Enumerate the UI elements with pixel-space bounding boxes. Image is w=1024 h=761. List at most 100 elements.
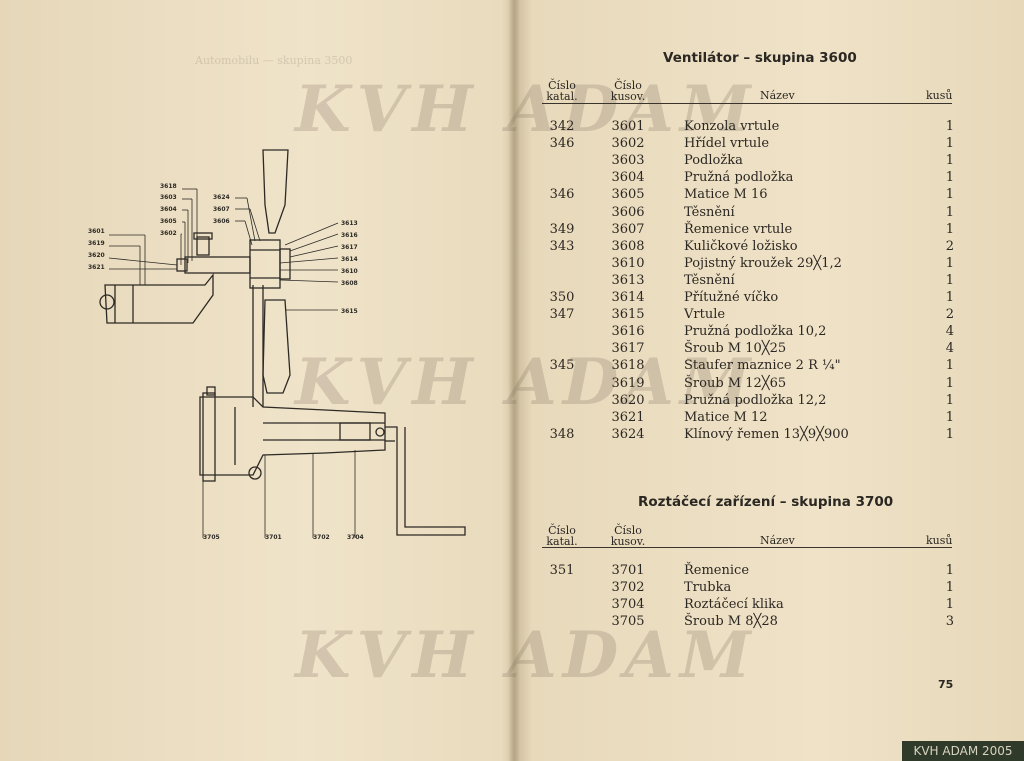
callout-label: 3704 — [347, 534, 364, 541]
callout-label: 3616 — [341, 232, 358, 239]
quantity-cell: 3 — [945, 614, 954, 629]
catalog-number-cell: 351 — [549, 563, 575, 578]
quantity-cell: 1 — [945, 255, 954, 271]
header-rule — [542, 547, 952, 548]
callout-label: 3618 — [160, 183, 177, 190]
callout-label: 3701 — [265, 534, 282, 541]
fan-assembly-drawing: 3618 3603 3604 3605 3602 3624 3607 3606 … — [88, 149, 466, 541]
part-number-cell: 3624 — [611, 426, 645, 442]
column-header-part-no: Číslo kusov. — [610, 79, 646, 103]
bracket — [104, 273, 214, 324]
part-name-cell: Pružná podložka 12,2 — [684, 392, 827, 408]
part-name-cell: Pojistný kroužek 29╳1,2 — [684, 255, 842, 271]
callout-label: 3614 — [341, 256, 358, 263]
column-header-name: Název — [760, 534, 795, 547]
part-number-cell: 3603 — [611, 153, 645, 169]
callout-label: 3610 — [341, 268, 358, 275]
table-row: 3616 Pružná podložka 10,2 4 — [520, 323, 1024, 340]
part-number-cell: 3613 — [611, 272, 645, 288]
part-name-cell: Pružná podložka 10,2 — [684, 324, 827, 340]
part-number-cell: 3607 — [611, 221, 645, 237]
section-title: Ventilátor – skupina 3600 — [663, 50, 857, 66]
lower-housing — [199, 396, 386, 476]
quantity-cell: 2 — [945, 238, 954, 254]
quantity-cell: 1 — [945, 580, 954, 595]
part-name-cell: Staufer maznice 2 R ¼" — [684, 358, 841, 374]
callout-label: 3617 — [341, 244, 358, 251]
watermark: KVH ADAM — [295, 345, 757, 420]
catalog-number-cell: 346 — [549, 187, 575, 203]
catalog-number-cell: 346 — [549, 136, 575, 152]
part-name-cell: Matice M 16 — [684, 187, 768, 203]
quantity-cell: 1 — [945, 153, 954, 169]
quantity-cell: 1 — [945, 392, 954, 408]
header-rule — [542, 103, 952, 104]
table-row: 348 3624 Klínový řemen 13╳9╳900 1 — [520, 426, 1024, 443]
fan-shaft — [184, 256, 251, 274]
callout-label: 3604 — [160, 206, 177, 213]
watermark: KVH ADAM — [295, 72, 757, 147]
part-name-cell: Konzola vrtule — [684, 119, 780, 134]
quantity-cell: 1 — [945, 119, 954, 134]
column-header-qty: kusů — [926, 534, 953, 547]
page-number: 75 — [938, 678, 954, 691]
table-row: 3705 Šroub M 8╳28 3 — [520, 613, 1024, 630]
fan-hub — [249, 239, 281, 289]
callout-label: 3705 — [203, 534, 220, 541]
part-name-cell: Trubka — [684, 580, 732, 595]
section-title: Roztáčecí zařízení – skupina 3700 — [638, 494, 894, 510]
book-gutter — [508, 0, 520, 761]
left-page: Automobilu — skupina 3500 KVH ADAM KVH A… — [0, 0, 751, 761]
part-name-cell: Podložka — [684, 153, 743, 169]
callout-label: 3603 — [160, 194, 177, 201]
watermark: KVH ADAM — [295, 345, 757, 420]
part-name-cell: Klínový řemen 13╳9╳900 — [684, 426, 849, 442]
quantity-cell: 1 — [945, 563, 954, 578]
callout-label: 3606 — [213, 218, 230, 225]
column-header-catalog: Číslo katal. — [546, 79, 578, 103]
crank-handle — [385, 426, 466, 536]
catalog-number-cell: 342 — [549, 119, 575, 134]
part-number-cell: 3620 — [611, 392, 645, 408]
callout-label: 3602 — [160, 230, 177, 237]
part-number-cell: 3705 — [611, 614, 645, 629]
quantity-cell: 4 — [945, 324, 954, 340]
quantity-cell: 1 — [945, 187, 954, 203]
part-number-cell: 3616 — [611, 324, 645, 340]
part-number-cell: 3619 — [611, 375, 645, 391]
callout-label: 3620 — [88, 252, 105, 259]
watermark: KVH ADAM — [295, 618, 757, 693]
column-header-qty: kusů — [926, 89, 953, 102]
part-number-cell: 3605 — [611, 187, 645, 203]
part-number-cell: 3704 — [611, 597, 645, 612]
catalog-number-cell: 345 — [549, 358, 575, 374]
part-name-cell: Hřídel vrtule — [684, 136, 770, 152]
callout-label: 3624 — [213, 194, 230, 201]
callout-label: 3702 — [313, 534, 330, 541]
quantity-cell: 1 — [945, 375, 954, 391]
quantity-cell: 1 — [945, 290, 954, 305]
quantity-cell: 1 — [945, 170, 954, 186]
quantity-cell: 1 — [945, 426, 954, 442]
part-name-cell: Kuličkové ložisko — [684, 238, 798, 254]
callout-label: 3601 — [88, 228, 105, 235]
part-name-cell: Šroub M 8╳28 — [684, 614, 778, 629]
callout-label: 3608 — [341, 280, 358, 287]
callout-label: 3613 — [341, 220, 358, 227]
catalog-number-cell: 348 — [549, 426, 575, 442]
catalog-number-cell: 343 — [549, 238, 575, 254]
part-name-cell: Matice M 12 — [684, 409, 768, 425]
